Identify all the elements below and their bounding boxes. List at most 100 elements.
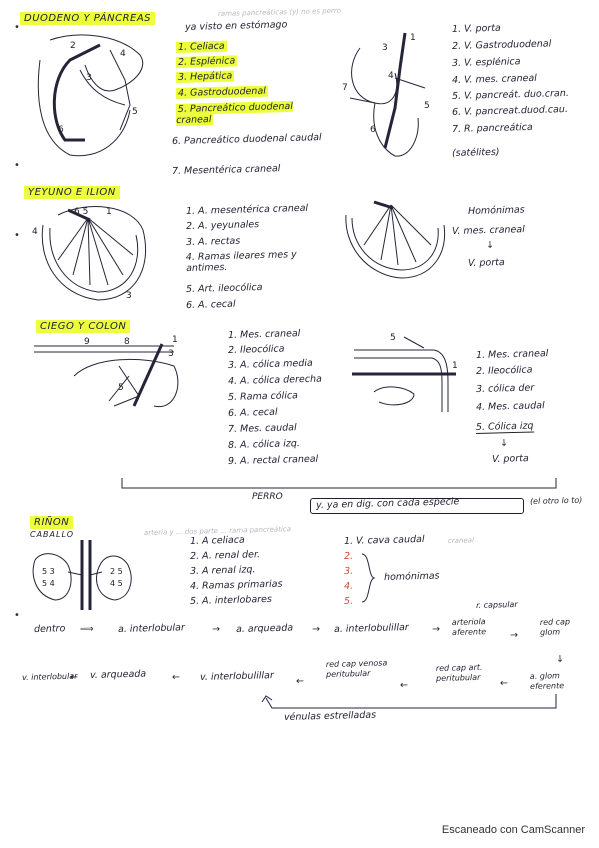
renal-vein: 4. bbox=[343, 580, 354, 592]
vein-item: 6. V. pancreat.duod.cau. bbox=[451, 103, 569, 118]
svg-text:7: 7 bbox=[342, 83, 348, 93]
svg-text:4: 4 bbox=[388, 71, 394, 81]
ciego-item: 9. A. rectal craneal bbox=[227, 453, 319, 467]
vein-item: 3. V. esplénica bbox=[451, 56, 521, 69]
svg-text:3: 3 bbox=[86, 73, 92, 83]
svg-text:1: 1 bbox=[410, 33, 416, 43]
margin-mark: • bbox=[14, 160, 20, 171]
duodeno-item: 1. Celiaca bbox=[175, 40, 227, 53]
ciego-item: 4. A. cólica derecha bbox=[227, 373, 322, 387]
duodeno-item: 6. Pancreático duodenal caudal bbox=[171, 132, 322, 147]
vein-item: 1. V. porta bbox=[451, 22, 501, 35]
yeyuno-item: 1. A. mesentérica craneal bbox=[185, 202, 309, 217]
flow-node: red cap glom bbox=[539, 617, 571, 637]
arrow-right-icon: → bbox=[509, 629, 519, 641]
ciego-item: 2. Ileocólica bbox=[227, 343, 285, 356]
yeyuno-item: 5. Art. ileocólica bbox=[185, 281, 263, 295]
svg-text:3: 3 bbox=[126, 291, 132, 301]
yeyuno-diagram: 6 5 4 3 1 bbox=[32, 206, 147, 301]
ciego-item: 7. Mes. caudal bbox=[227, 422, 297, 435]
colon-vein-diagram: 5 1 bbox=[352, 333, 458, 412]
svg-text:2: 2 bbox=[70, 41, 76, 51]
perro-label: PERRO bbox=[252, 492, 283, 502]
flow-node: r. capsular bbox=[475, 599, 518, 610]
arrow-left-icon: ← bbox=[295, 675, 305, 687]
renal-vein: 5. bbox=[343, 595, 354, 607]
duodeno-diagram: 2 4 3 5 6 bbox=[37, 34, 143, 157]
section-title-ciego: CIEGO Y COLON bbox=[36, 320, 131, 333]
arrow-right-icon: ⟹ bbox=[79, 623, 94, 635]
colon-vein-item: 4. Mes. caudal bbox=[475, 400, 545, 413]
bracket-line bbox=[121, 478, 557, 489]
svg-text:3: 3 bbox=[168, 349, 174, 359]
ciego-item: 6. A. cecal bbox=[227, 406, 278, 419]
return-arrow-path bbox=[261, 694, 557, 709]
svg-text:1: 1 bbox=[172, 335, 178, 345]
section-title-yeyuno: YEYUNO E ILION bbox=[24, 186, 120, 199]
renal-vein: 2. bbox=[343, 550, 354, 562]
homonimas-label: homónimas bbox=[383, 570, 440, 583]
renal-artery: 4. Ramas primarias bbox=[189, 578, 283, 592]
colon-vein-item: V. porta bbox=[491, 453, 529, 465]
arrow-left-icon: ← bbox=[171, 671, 181, 683]
svg-text:9: 9 bbox=[84, 337, 90, 347]
porta-diagram: 3 4 1 5 7 6 bbox=[342, 32, 430, 157]
duodeno-item: 2. Esplénica bbox=[175, 55, 238, 68]
caballo-label: CABALLO bbox=[30, 530, 74, 539]
scanner-watermark: Escaneado con CamScanner bbox=[441, 824, 585, 836]
svg-text:2 5: 2 5 bbox=[110, 567, 123, 576]
vein-item: 7. R. pancreática bbox=[451, 121, 533, 135]
svg-text:1: 1 bbox=[106, 207, 112, 217]
ciego-item: 8. A. cólica izq. bbox=[227, 438, 300, 451]
flow-node: v. arqueada bbox=[89, 668, 147, 681]
colon-vein-item: 1. Mes. craneal bbox=[475, 348, 549, 361]
renal-artery: 1. A celiaca bbox=[189, 534, 245, 547]
ciego-item: 1. Mes. craneal bbox=[227, 328, 301, 341]
svg-text:6: 6 bbox=[58, 125, 64, 135]
perro-note-box bbox=[310, 498, 524, 514]
flow-node: v. interlobulillar bbox=[199, 670, 274, 683]
svg-text:3: 3 bbox=[382, 43, 388, 53]
flow-node: v. interlobular bbox=[21, 671, 78, 682]
colon-vein-item: 2. Ileocólica bbox=[475, 364, 533, 377]
svg-text:5: 5 bbox=[390, 333, 396, 343]
flow-node: dentro bbox=[33, 623, 66, 635]
svg-text:5: 5 bbox=[118, 383, 124, 393]
ciego-item: 5. Rama cólica bbox=[227, 390, 299, 403]
duodeno-item: 5. Pancreático duodenal craneal bbox=[175, 100, 294, 126]
duodeno-item: 3. Hepática bbox=[175, 70, 235, 83]
faint-note: ramas pancreáticas (y) no es perro bbox=[217, 6, 342, 18]
colon-vein-item: 3. cólica der bbox=[475, 382, 535, 395]
colon-vein-item: 5. Cólica izq bbox=[475, 420, 534, 434]
svg-text:1: 1 bbox=[452, 361, 458, 371]
kidney-diagram: 5 3 5 4 2 5 4 5 bbox=[32, 540, 132, 610]
flow-node: a. interlobular bbox=[117, 622, 185, 635]
perro-side-note: (el otro lo to) bbox=[529, 495, 583, 506]
yeyuno-right: Homónimas bbox=[467, 204, 525, 217]
margin-mark: • bbox=[14, 610, 20, 621]
svg-text:4 5: 4 5 bbox=[110, 579, 123, 588]
svg-text:5: 5 bbox=[424, 101, 430, 111]
vein-item: 4. V. mes. craneal bbox=[451, 72, 538, 86]
faint-note: craneal bbox=[447, 536, 475, 545]
yeyuno-item: 3. A. rectas bbox=[185, 235, 241, 248]
duodeno-item: 7. Mesentérica craneal bbox=[171, 163, 281, 177]
brace-icon bbox=[361, 553, 376, 603]
yeyuno-item: 4. Ramas ileares mes y antimes. bbox=[185, 249, 297, 274]
svg-text:5 3: 5 3 bbox=[42, 567, 55, 576]
arrow-down-icon: ↓ bbox=[555, 653, 565, 665]
svg-text:6 5: 6 5 bbox=[74, 207, 88, 217]
renal-vein: 1. V. cava caudal bbox=[343, 533, 425, 547]
renal-artery: 5. A. interlobares bbox=[189, 593, 273, 607]
yeyuno-item: 6. A. cecal bbox=[185, 298, 236, 311]
yeyuno-right: V. mes. craneal bbox=[451, 224, 525, 237]
flow-node: red cap venosa peritubular bbox=[325, 658, 388, 679]
ciego-item: 3. A. cólica media bbox=[227, 357, 313, 371]
note-text: ya visto en estómago bbox=[184, 19, 288, 33]
arrow-left-icon: ← bbox=[499, 677, 509, 689]
renal-artery: 2. A. renal der. bbox=[189, 549, 261, 562]
yeyuno-item: 2. A. yeyunales bbox=[185, 219, 260, 232]
svg-text:5 4: 5 4 bbox=[42, 579, 55, 588]
arrow-right-icon: → bbox=[431, 623, 441, 635]
